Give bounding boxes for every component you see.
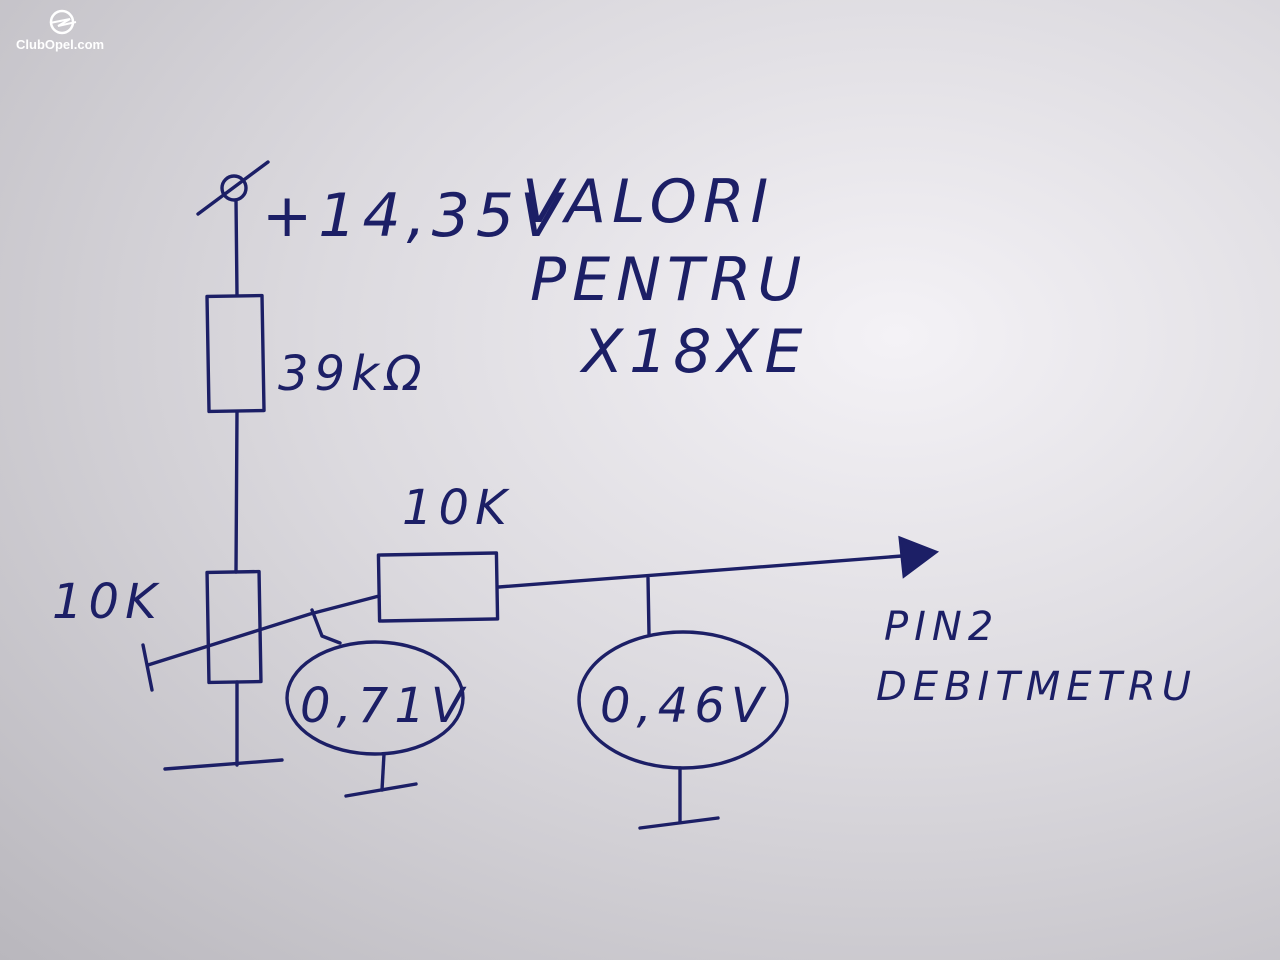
wire-output xyxy=(497,554,904,589)
resistor-10k-label: 10K xyxy=(402,480,513,536)
note-line-2: PENTRU xyxy=(530,245,807,315)
supply-label: +14,35V xyxy=(262,181,567,251)
ground-meter-1 xyxy=(344,782,418,798)
opel-logo-bolt xyxy=(49,18,77,27)
ground-meter-2 xyxy=(638,816,720,830)
output-arrow-icon xyxy=(898,535,940,579)
potentiometer-label: 10K xyxy=(52,574,163,630)
wire-supply-down xyxy=(234,198,239,297)
wire-meter-1-ground xyxy=(380,752,386,792)
ground-pot xyxy=(163,758,284,771)
pot-wiper xyxy=(146,594,381,667)
pot-wiper-end xyxy=(141,643,154,692)
resistor-10k xyxy=(376,551,500,623)
voltmeter-2-reading: 0,46V xyxy=(600,678,770,734)
watermark-text: ClubOpel.com xyxy=(16,37,104,52)
resistor-39k-label: 39kΩ xyxy=(278,346,428,402)
wire-meter-2 xyxy=(646,576,651,636)
wire-to-pot xyxy=(234,410,239,574)
resistor-39k xyxy=(205,293,266,414)
voltmeter-1 xyxy=(285,640,465,756)
watermark: ClubOpel.com xyxy=(16,9,104,52)
wire-meter-1 xyxy=(310,608,342,645)
output-label-line-1: PIN2 xyxy=(884,604,999,650)
voltmeter-1-reading: 0,71V xyxy=(300,678,470,734)
note-line-3: X18XE xyxy=(579,317,808,387)
potentiometer xyxy=(205,569,263,685)
output-label-line-2: DEBITMETRU xyxy=(876,664,1197,710)
voltmeter-2 xyxy=(577,630,789,770)
note-line-1: VALORI xyxy=(522,167,774,237)
supply-terminal xyxy=(196,160,270,216)
